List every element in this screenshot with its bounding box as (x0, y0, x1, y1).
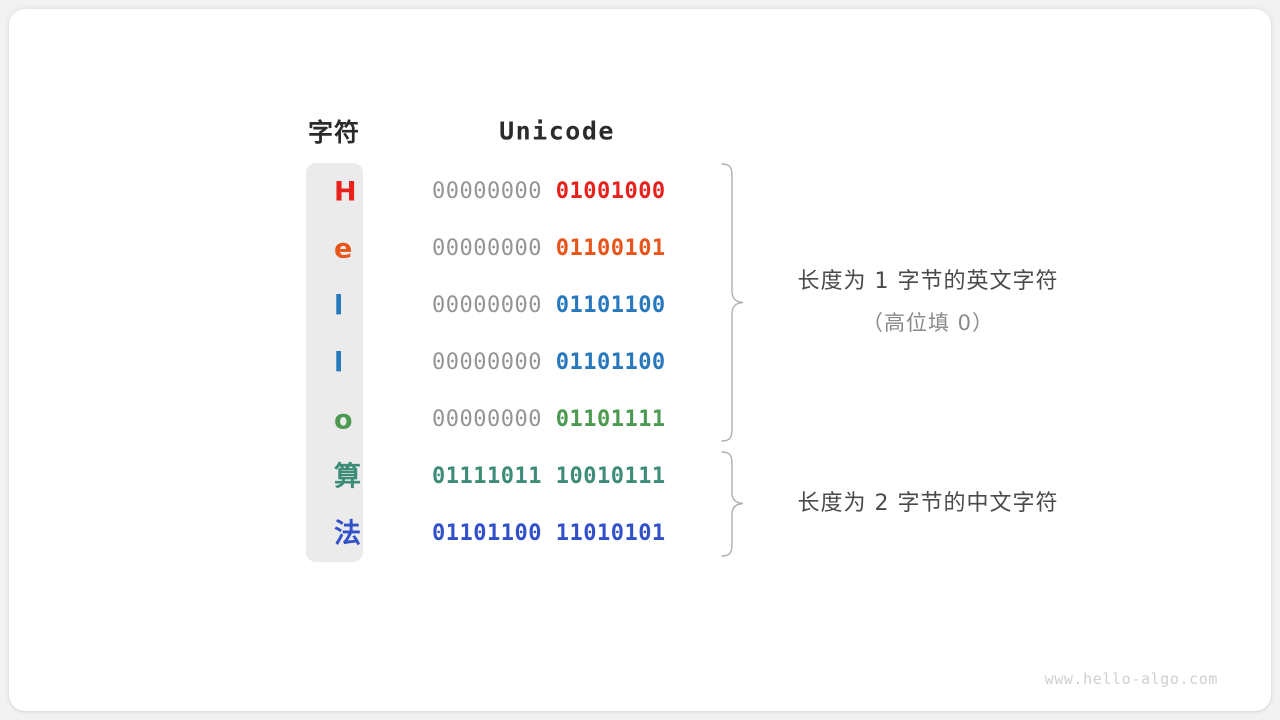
annotation-one-byte: 长度为 1 字节的英文字符 （高位填 0） (798, 263, 1059, 337)
high-byte: 01101100 (432, 521, 542, 546)
unicode-bits-cell: 00000000 01001000 (432, 181, 666, 203)
high-byte: 00000000 (432, 407, 542, 432)
annotation-line-2: （高位填 0） (861, 311, 995, 335)
high-byte: 00000000 (432, 179, 542, 204)
diagram-card (9, 9, 1271, 711)
low-byte: 01100101 (555, 236, 666, 261)
brace-one-byte-group (716, 160, 746, 445)
column-header-character: 字符 (307, 118, 361, 147)
annotation-two-byte: 长度为 2 字节的中文字符 (798, 485, 1059, 517)
column-header-unicode: Unicode (499, 116, 615, 146)
annotation-line-1: 长度为 1 字节的英文字符 (797, 269, 1059, 294)
high-byte: 00000000 (432, 293, 542, 318)
unicode-bits-cell: 01111011 10010111 (432, 466, 666, 488)
low-byte: 11010101 (555, 521, 666, 546)
low-byte: 01101100 (555, 293, 666, 318)
unicode-bits-cell: 00000000 01101100 (432, 352, 666, 374)
low-byte: 01001000 (555, 179, 666, 204)
character-column-background (306, 163, 363, 562)
high-byte: 00000000 (432, 236, 542, 261)
high-byte: 00000000 (432, 350, 542, 375)
unicode-bits-cell: 00000000 01101111 (432, 409, 666, 431)
brace-two-byte-group (716, 448, 746, 560)
low-byte: 10010111 (555, 464, 666, 489)
low-byte: 01101111 (555, 407, 666, 432)
unicode-bits-cell: 01101100 11010101 (432, 523, 666, 545)
unicode-bits-cell: 00000000 01101100 (432, 295, 666, 317)
watermark: www.hello-algo.com (1044, 670, 1218, 688)
annotation-line-1: 长度为 2 字节的中文字符 (797, 491, 1059, 516)
low-byte: 01101100 (555, 350, 666, 375)
high-byte: 01111011 (432, 464, 542, 489)
unicode-bits-cell: 00000000 01100101 (432, 238, 666, 260)
